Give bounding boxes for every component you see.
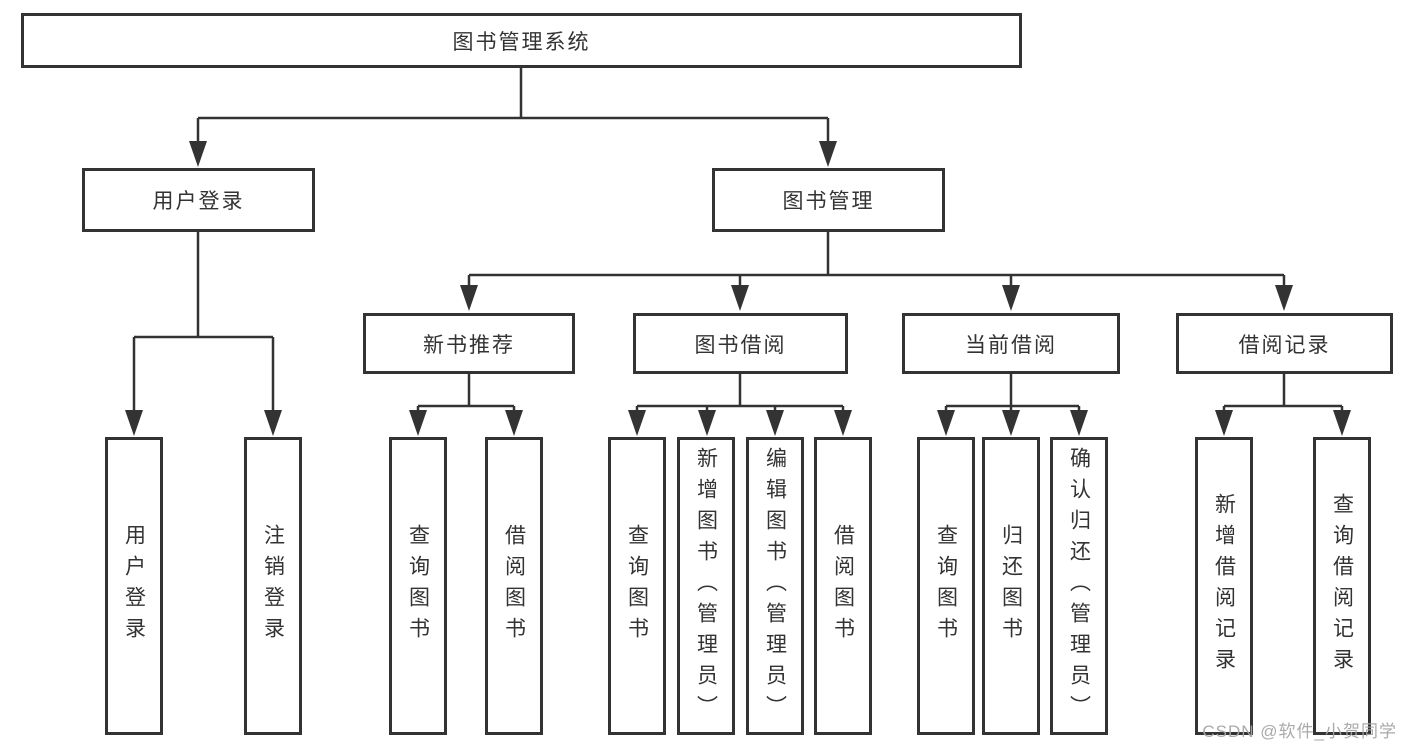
node-current-borrowing-label: 当前借阅 <box>965 333 1057 357</box>
leaf-add-borrow-record: 新增借阅记录 <box>1195 437 1253 735</box>
leaf-edit-books-admin: 编辑图书（管理员） <box>746 437 804 735</box>
leaf-query-books-current-label: 查询图书 <box>934 524 958 648</box>
leaf-query-books-borrowing: 查询图书 <box>608 437 666 735</box>
leaf-add-books-admin-label: 新增图书（管理员） <box>694 446 718 726</box>
leaf-borrow-books-borrowing: 借阅图书 <box>814 437 872 735</box>
leaf-borrow-books-recommend: 借阅图书 <box>485 437 543 735</box>
csdn-watermark: CSDN @软件_小贺同学 <box>1202 722 1397 741</box>
node-root-label: 图书管理系统 <box>452 30 591 54</box>
leaf-add-books-admin: 新增图书（管理员） <box>677 437 735 735</box>
leaf-query-books-recommend-label: 查询图书 <box>406 524 430 648</box>
leaf-return-books: 归还图书 <box>982 437 1040 735</box>
node-book-borrowing: 图书借阅 <box>633 313 848 374</box>
node-borrowing-records: 借阅记录 <box>1176 313 1393 374</box>
leaf-edit-books-admin-label: 编辑图书（管理员） <box>763 446 787 726</box>
leaf-borrow-books-borrowing-label: 借阅图书 <box>831 524 855 648</box>
leaf-query-borrow-record: 查询借阅记录 <box>1313 437 1371 735</box>
connector-borrowing-records-children <box>1215 374 1351 436</box>
node-root-library-management-system: 图书管理系统 <box>21 13 1022 68</box>
leaf-logout-label: 注销登录 <box>261 524 285 648</box>
connector-new-book-recommend-children <box>409 374 523 436</box>
node-user-login-label: 用户登录 <box>152 190 245 213</box>
node-book-management: 图书管理 <box>712 168 945 232</box>
leaf-user-login-label: 用户登录 <box>122 524 146 648</box>
leaf-user-login: 用户登录 <box>105 437 163 735</box>
leaf-query-books-current: 查询图书 <box>917 437 975 735</box>
node-book-borrowing-label: 图书借阅 <box>694 333 787 357</box>
leaf-borrow-books-recommend-label: 借阅图书 <box>502 524 526 648</box>
node-user-login: 用户登录 <box>82 168 315 232</box>
connector-current-borrowing-children <box>937 374 1088 436</box>
leaf-query-books-borrowing-label: 查询图书 <box>625 524 649 648</box>
leaf-query-books-recommend: 查询图书 <box>389 437 447 735</box>
connector-user-login-children <box>125 232 282 436</box>
leaf-confirm-return-admin-label: 确认归还（管理员） <box>1067 446 1091 726</box>
leaf-query-borrow-record-label: 查询借阅记录 <box>1330 493 1354 679</box>
node-new-book-recommend-label: 新书推荐 <box>423 333 515 357</box>
node-borrowing-records-label: 借阅记录 <box>1238 333 1331 357</box>
leaf-confirm-return-admin: 确认归还（管理员） <box>1050 437 1108 735</box>
node-new-book-recommend: 新书推荐 <box>363 313 575 374</box>
connector-root-to-level2 <box>189 68 837 167</box>
node-current-borrowing: 当前借阅 <box>902 313 1120 374</box>
node-book-management-label: 图书管理 <box>782 190 875 213</box>
leaf-add-borrow-record-label: 新增借阅记录 <box>1212 493 1236 679</box>
connector-book-management-children <box>460 232 1293 311</box>
leaf-return-books-label: 归还图书 <box>999 524 1023 648</box>
connector-book-borrowing-children <box>628 374 852 436</box>
leaf-logout: 注销登录 <box>244 437 302 735</box>
